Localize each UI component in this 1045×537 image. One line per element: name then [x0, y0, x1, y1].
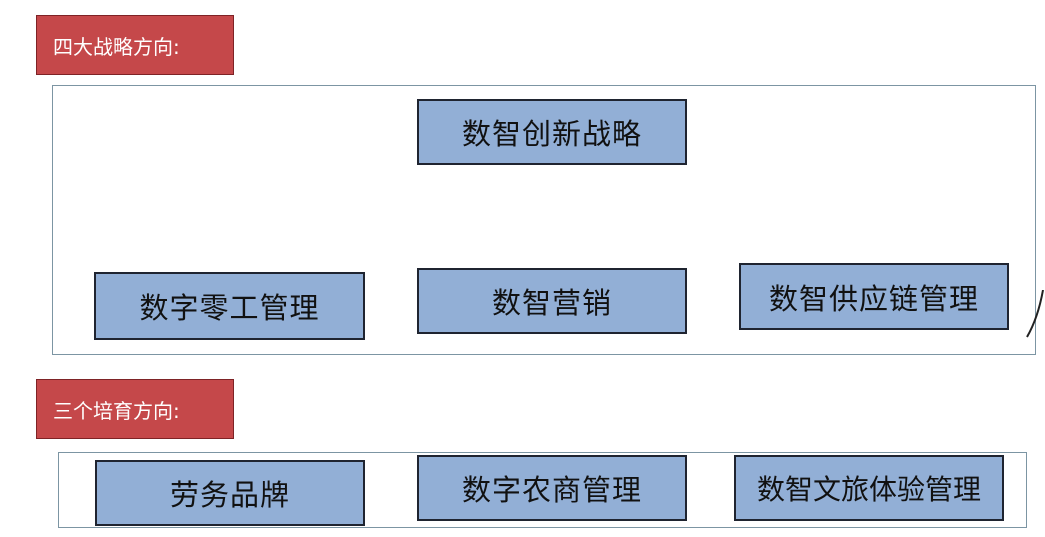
cultivation-box-cultural-tourism-label: 数智文旅体验管理	[756, 473, 981, 506]
strategy-box-marketing: 数智营销	[417, 268, 687, 334]
cultivation-section-label-text: 三个培育方向:	[53, 398, 180, 423]
strategy-box-marketing-label: 数智营销	[491, 286, 612, 320]
strategy-box-supply-chain-label: 数智供应链管理	[768, 281, 979, 316]
cultivation-box-agri-commerce-label: 数字农商管理	[461, 473, 642, 507]
cultivation-box-agri-commerce: 数字农商管理	[417, 455, 687, 521]
cultivation-box-labor-brand-label: 劳务品牌	[169, 478, 290, 512]
cultivation-section-label: 三个培育方向:	[36, 379, 234, 439]
strategic-section-label-text: 四大战略方向:	[53, 34, 180, 59]
edge-curve-decoration	[1026, 290, 1044, 338]
cultivation-box-cultural-tourism: 数智文旅体验管理	[734, 455, 1004, 521]
strategy-box-gig-management: 数字零工管理	[94, 272, 365, 340]
strategy-box-innovation-label: 数智创新战略	[461, 117, 642, 151]
strategic-section-label: 四大战略方向:	[36, 15, 234, 75]
cultivation-box-labor-brand: 劳务品牌	[95, 460, 365, 526]
strategy-box-supply-chain: 数智供应链管理	[739, 263, 1009, 330]
strategy-box-gig-management-label: 数字零工管理	[139, 291, 320, 325]
strategy-box-innovation: 数智创新战略	[417, 99, 687, 165]
